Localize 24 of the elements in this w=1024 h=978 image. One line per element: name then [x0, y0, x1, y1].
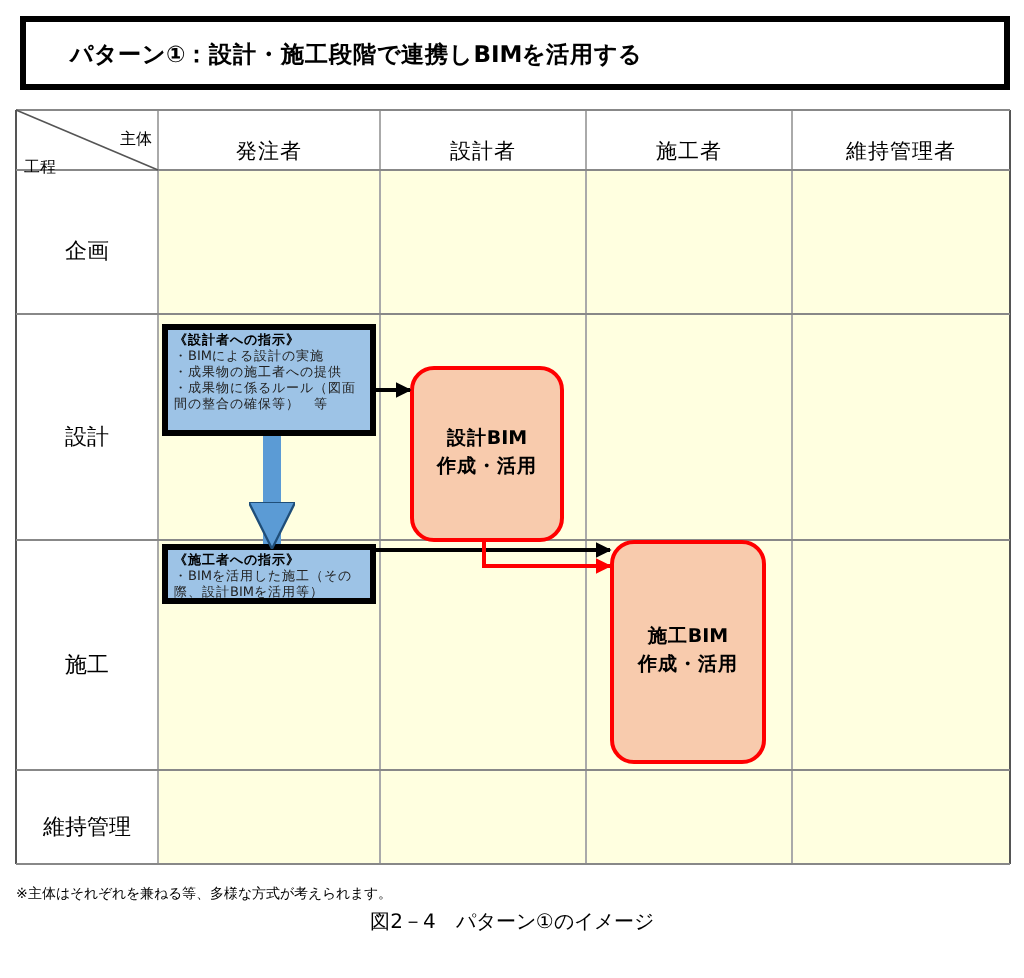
column-header: 発注者	[236, 140, 302, 164]
process-box	[610, 540, 766, 764]
row-header: 設計	[65, 424, 109, 450]
instruction-box	[162, 324, 376, 436]
box-text: 作成・活用	[437, 454, 537, 482]
figure-caption: 図2－4 パターン①のイメージ	[370, 912, 654, 934]
box-text: 設計BIM	[446, 426, 528, 454]
row-header: 施工	[65, 652, 109, 678]
block-arrow	[247, 436, 297, 550]
row-header: 企画	[65, 238, 109, 264]
instruction-box	[162, 544, 376, 604]
box-text: 施工BIM	[647, 624, 729, 652]
corner-header: 工程	[24, 158, 56, 176]
arrow	[482, 542, 612, 574]
process-box	[410, 366, 564, 542]
row-header: 維持管理	[43, 814, 131, 840]
corner-header: 主体	[120, 130, 152, 148]
column-header: 設計者	[450, 140, 516, 164]
column-header: 施工者	[656, 140, 722, 164]
column-header: 維持管理者	[846, 140, 956, 164]
title: パターン①：設計・施工段階で連携しBIMを活用する	[70, 40, 643, 68]
arrow	[376, 382, 412, 398]
arrow	[376, 542, 612, 558]
box-text: 作成・活用	[638, 652, 738, 680]
